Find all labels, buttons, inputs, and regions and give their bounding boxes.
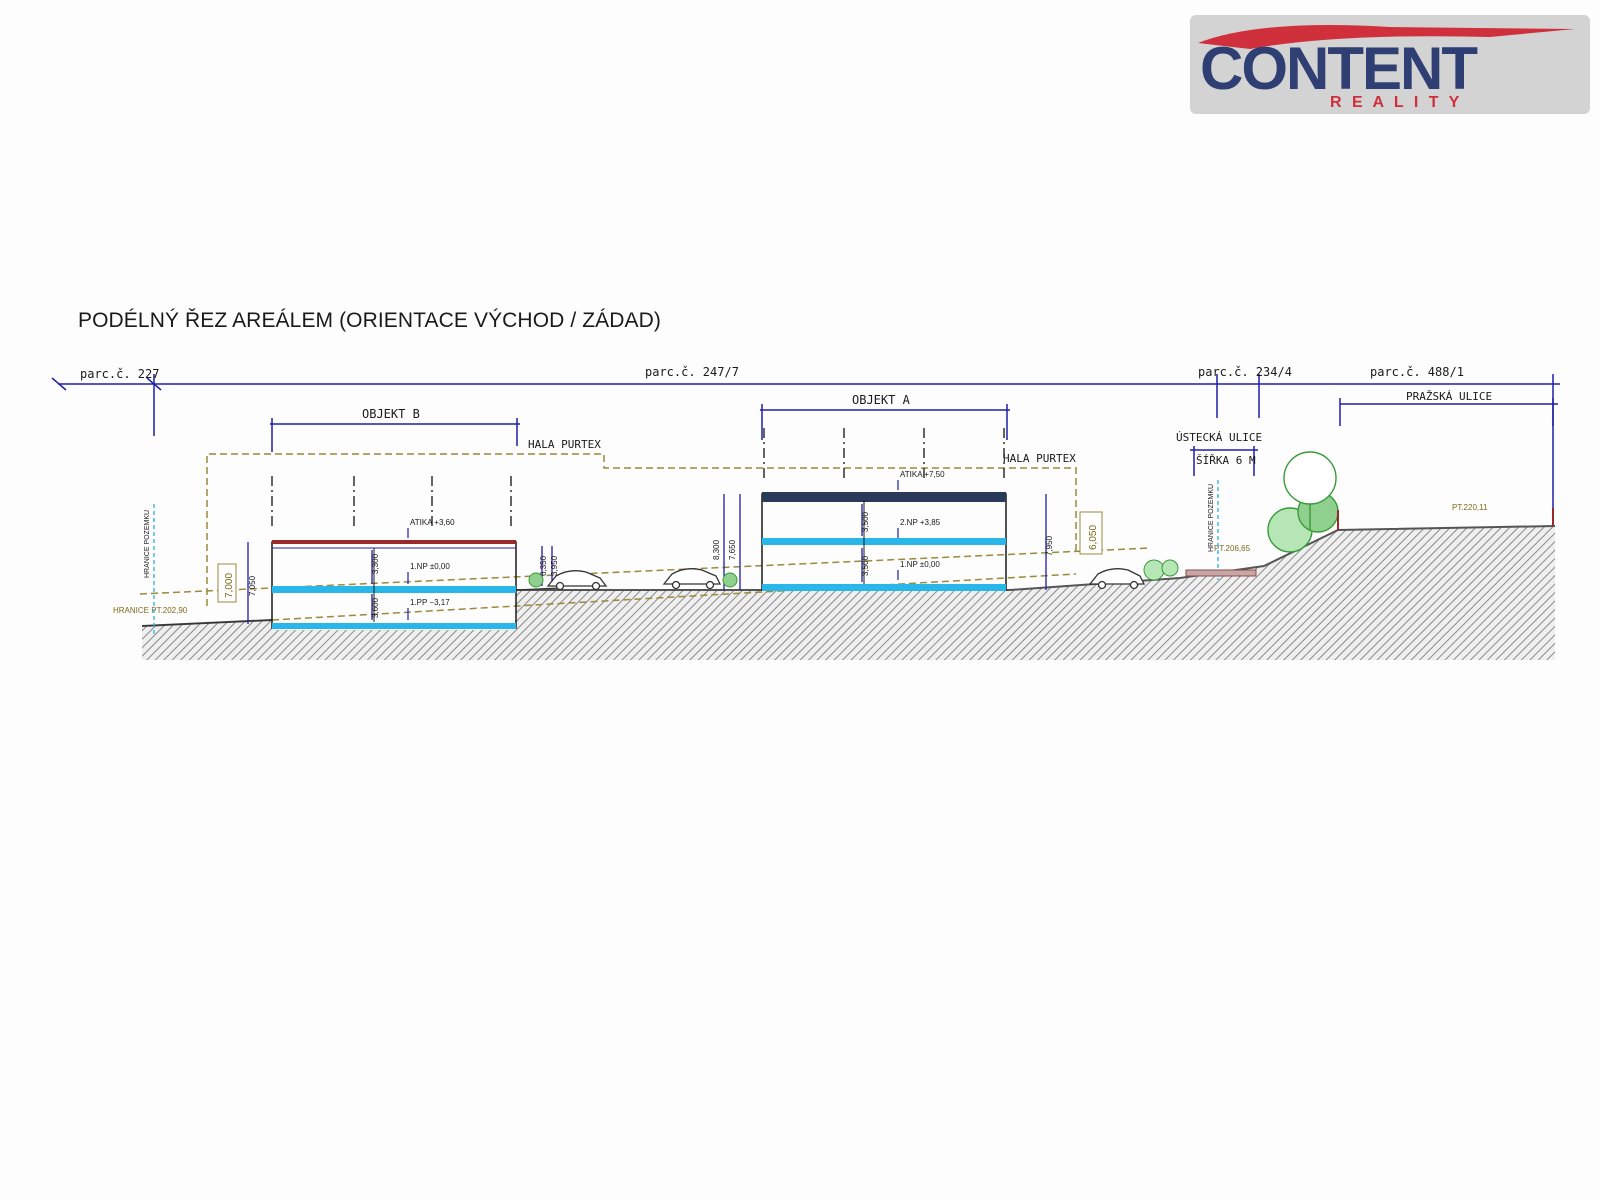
level-b-1np: 1.NP ±0,00 <box>410 562 450 571</box>
objekt-b-label: OBJEKT B <box>362 407 420 421</box>
dim-a-left1: 8,300 <box>712 539 721 560</box>
level-b-1pp: 1.PP −3,17 <box>410 598 450 607</box>
level-a-1np: 1.NP ±0,00 <box>900 560 940 569</box>
axis-lines <box>271 428 1005 530</box>
driveway-ramp <box>141 587 561 627</box>
dim-b-frame: 7,000 <box>224 573 235 598</box>
dim-b-frame-box: 7,000 <box>217 563 237 603</box>
parcel-label-488-1: parc.č. 488/1 <box>1370 365 1464 379</box>
dim-b-floor: 3,300 <box>371 553 380 574</box>
boundary-right: HRANICE POZEMKU <box>1208 480 1219 580</box>
bush-1 <box>528 572 738 588</box>
hranice-label-left: HRANICE POZEMKU <box>144 510 151 578</box>
level-hranice-left: HRANICE PT.202,90 <box>113 606 188 615</box>
car-2 <box>662 568 722 590</box>
level-a-atika: ATIKA +7,50 <box>900 470 945 479</box>
content-reality-logo: CONTENT R E A L I T Y <box>1190 15 1590 114</box>
prazska-label: PRAŽSKÁ ULICE <box>1406 390 1492 403</box>
parcel-label-247-7: parc.č. 247/7 <box>645 365 739 379</box>
vertical-dimensions <box>247 494 1047 624</box>
prazska-dimension <box>1339 398 1558 426</box>
dim-a-left2: 7,650 <box>728 539 737 560</box>
ustecka-road-surface <box>1185 569 1257 577</box>
dim-b-side1: 6,350 <box>539 555 548 576</box>
level-arrows <box>407 480 899 620</box>
car-1 <box>546 570 608 591</box>
objekt-b-dimension <box>270 418 520 452</box>
hranice-label-right: HRANICE POZEMKU <box>1208 484 1215 552</box>
level-pt-right: PT.220,11 <box>1452 503 1488 512</box>
logo-brand-text: CONTENT <box>1200 35 1477 102</box>
dim-b-side2: 3,950 <box>550 555 559 576</box>
objekt-a-dimension <box>760 404 1010 440</box>
drawing-title: PODÉLNÝ ŘEZ AREÁLEM (ORIENTACE VÝCHOD / … <box>78 309 661 332</box>
dim-a-frame: 6,050 <box>1088 525 1099 550</box>
objekt-b-building <box>271 540 517 629</box>
logo-sub-text: R E A L I T Y <box>1330 94 1462 111</box>
shrub-group <box>1143 559 1179 581</box>
dim-a-right: 7,950 <box>1045 535 1054 556</box>
ustecka-width-dimension <box>1190 446 1258 476</box>
level-b-atika: ATIKA +3,60 <box>410 518 455 527</box>
boundary-left: HRANICE POZEMKU <box>144 504 155 636</box>
objekt-a-label: OBJEKT A <box>852 393 911 407</box>
dim-a-frame-box: 6,050 <box>1079 511 1103 555</box>
objekt-a-building <box>761 492 1007 591</box>
level-pt-mid: PT.206,65 <box>1214 544 1251 553</box>
logo-swoosh <box>1198 25 1575 49</box>
ground-section <box>142 526 1555 660</box>
logo-graphic: CONTENT R E A L I T Y <box>1198 25 1575 111</box>
parcel-label-234-4: parc.č. 234/4 <box>1198 365 1292 379</box>
tree-group <box>1267 451 1339 553</box>
dim-b-total: 7,050 <box>248 575 257 596</box>
hala-purtex-label-1: HALA PURTEX <box>528 438 601 451</box>
parcel-label-227: parc.č. 227 <box>80 367 159 381</box>
ustecka-label: ÚSTECKÁ ULICE <box>1176 431 1262 444</box>
sirka-label: ŠÍŘKA 6 M <box>1196 454 1256 467</box>
level-a-2np: 2.NP +3,85 <box>900 518 941 527</box>
hala-purtex-label-2: HALA PURTEX <box>1003 452 1076 465</box>
dim-b-lower: 3,600 <box>371 597 380 618</box>
car-3 <box>1088 568 1146 590</box>
dim-a-floor: 3,500 <box>861 511 870 532</box>
parcel-dimension-line <box>51 374 1560 526</box>
dim-a-floor2: 3,500 <box>861 555 870 576</box>
